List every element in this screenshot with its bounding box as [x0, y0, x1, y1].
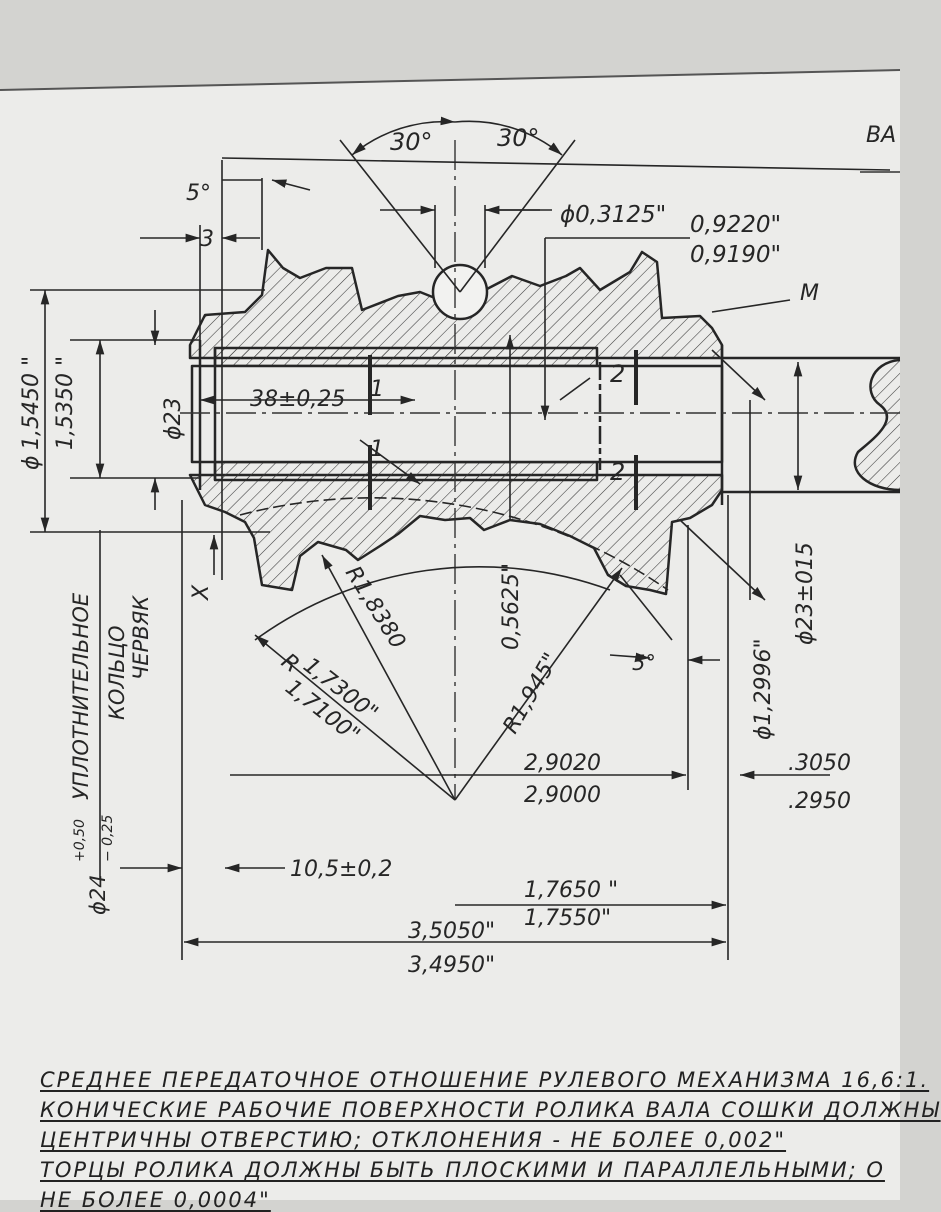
- chamfer-top-angle: 5°: [186, 181, 211, 206]
- center-lines: [180, 140, 900, 800]
- total-lower: 3,4950": [408, 953, 495, 978]
- seal-ring-line2: КОЛЬЦО: [105, 626, 129, 720]
- note-line-4: ТОРЦЫ РОЛИКА ДОЛЖНЫ БЫТЬ ПЛОСКИМИ И ПАРА…: [40, 1158, 885, 1182]
- marker-m: M: [800, 281, 819, 306]
- bore-diameter: ϕ23: [161, 397, 186, 440]
- gap-upper: .3050: [788, 751, 851, 776]
- outer-dia-lower: 1,5350 ": [53, 356, 78, 450]
- half-upper: 1,7650 ": [524, 878, 618, 903]
- section-1-top: 1: [370, 377, 384, 402]
- ball-diameter: ϕ0,3125": [560, 202, 666, 228]
- lower-teeth-profile: [188, 473, 724, 596]
- worm-label: ЧЕРВЯК: [129, 595, 153, 680]
- pitch-upper: 0,9220": [690, 212, 781, 238]
- chamfer-bottom-angle: 5°: [632, 651, 656, 675]
- len-lower: 2,9000: [524, 783, 601, 808]
- section-1-bottom: 1: [370, 437, 384, 462]
- depth-dimension: 0,5625": [499, 563, 524, 650]
- seal-diameter: ϕ24: [86, 874, 110, 915]
- total-upper: 3,5050": [408, 919, 495, 944]
- bore: [190, 364, 724, 464]
- angle-left: 30°: [390, 128, 433, 156]
- note-line-5: НЕ БОЛЕЕ 0,0004": [40, 1188, 271, 1212]
- step-3: 3: [200, 227, 214, 252]
- sheet-edge: [0, 69, 901, 91]
- bushing-top: [213, 346, 599, 368]
- seal-ring-line1: УПЛОТНИТЕЛЬНОЕ: [69, 592, 93, 800]
- roller-section: [188, 248, 901, 596]
- half-lower: 1,7550": [524, 906, 611, 931]
- len-upper: 2,9020: [524, 751, 601, 776]
- bushing-bottom: [213, 460, 599, 482]
- seal-tolerance-plus: +0,50: [72, 819, 88, 862]
- length-105: 10,5±0,2: [290, 857, 392, 882]
- outer-dia-prefix: ϕ: [19, 455, 44, 470]
- shaft-diameter: ϕ23±015: [793, 542, 818, 645]
- dimension-lines: [30, 116, 891, 960]
- technical-drawing: ВА: [0, 69, 901, 1200]
- shaft-inner-diameter: ϕ1,2996": [751, 638, 776, 740]
- gap-lower: .2950: [788, 789, 851, 814]
- header-fragment: ВА: [866, 123, 896, 148]
- note-line-2: КОНИЧЕСКИЕ РАБОЧИЕ ПОВЕРХНОСТИ РОЛИКА ВА…: [40, 1098, 941, 1122]
- section-2-top: 2: [610, 360, 625, 388]
- view-x-label: X: [189, 584, 214, 601]
- outer-dia-upper: 1,5450 ": [19, 356, 44, 450]
- pitch-lower: 0,9190": [690, 242, 781, 268]
- note-line-3: ЦЕНТРИЧНЫ ОТВЕРСТИЮ; ОТКЛОНЕНИЯ - НЕ БОЛ…: [40, 1128, 787, 1152]
- length-38: 38±0,25: [250, 387, 345, 412]
- note-line-1: СРЕДНЕЕ ПЕРЕДАТОЧНОЕ ОТНОШЕНИЕ РУЛЕВОГО …: [40, 1068, 930, 1092]
- angle-right: 30°: [497, 124, 540, 152]
- section-2-bottom: 2: [610, 458, 625, 486]
- seal-tolerance-minus: − 0,25: [100, 815, 116, 862]
- shaft-break: [853, 358, 901, 492]
